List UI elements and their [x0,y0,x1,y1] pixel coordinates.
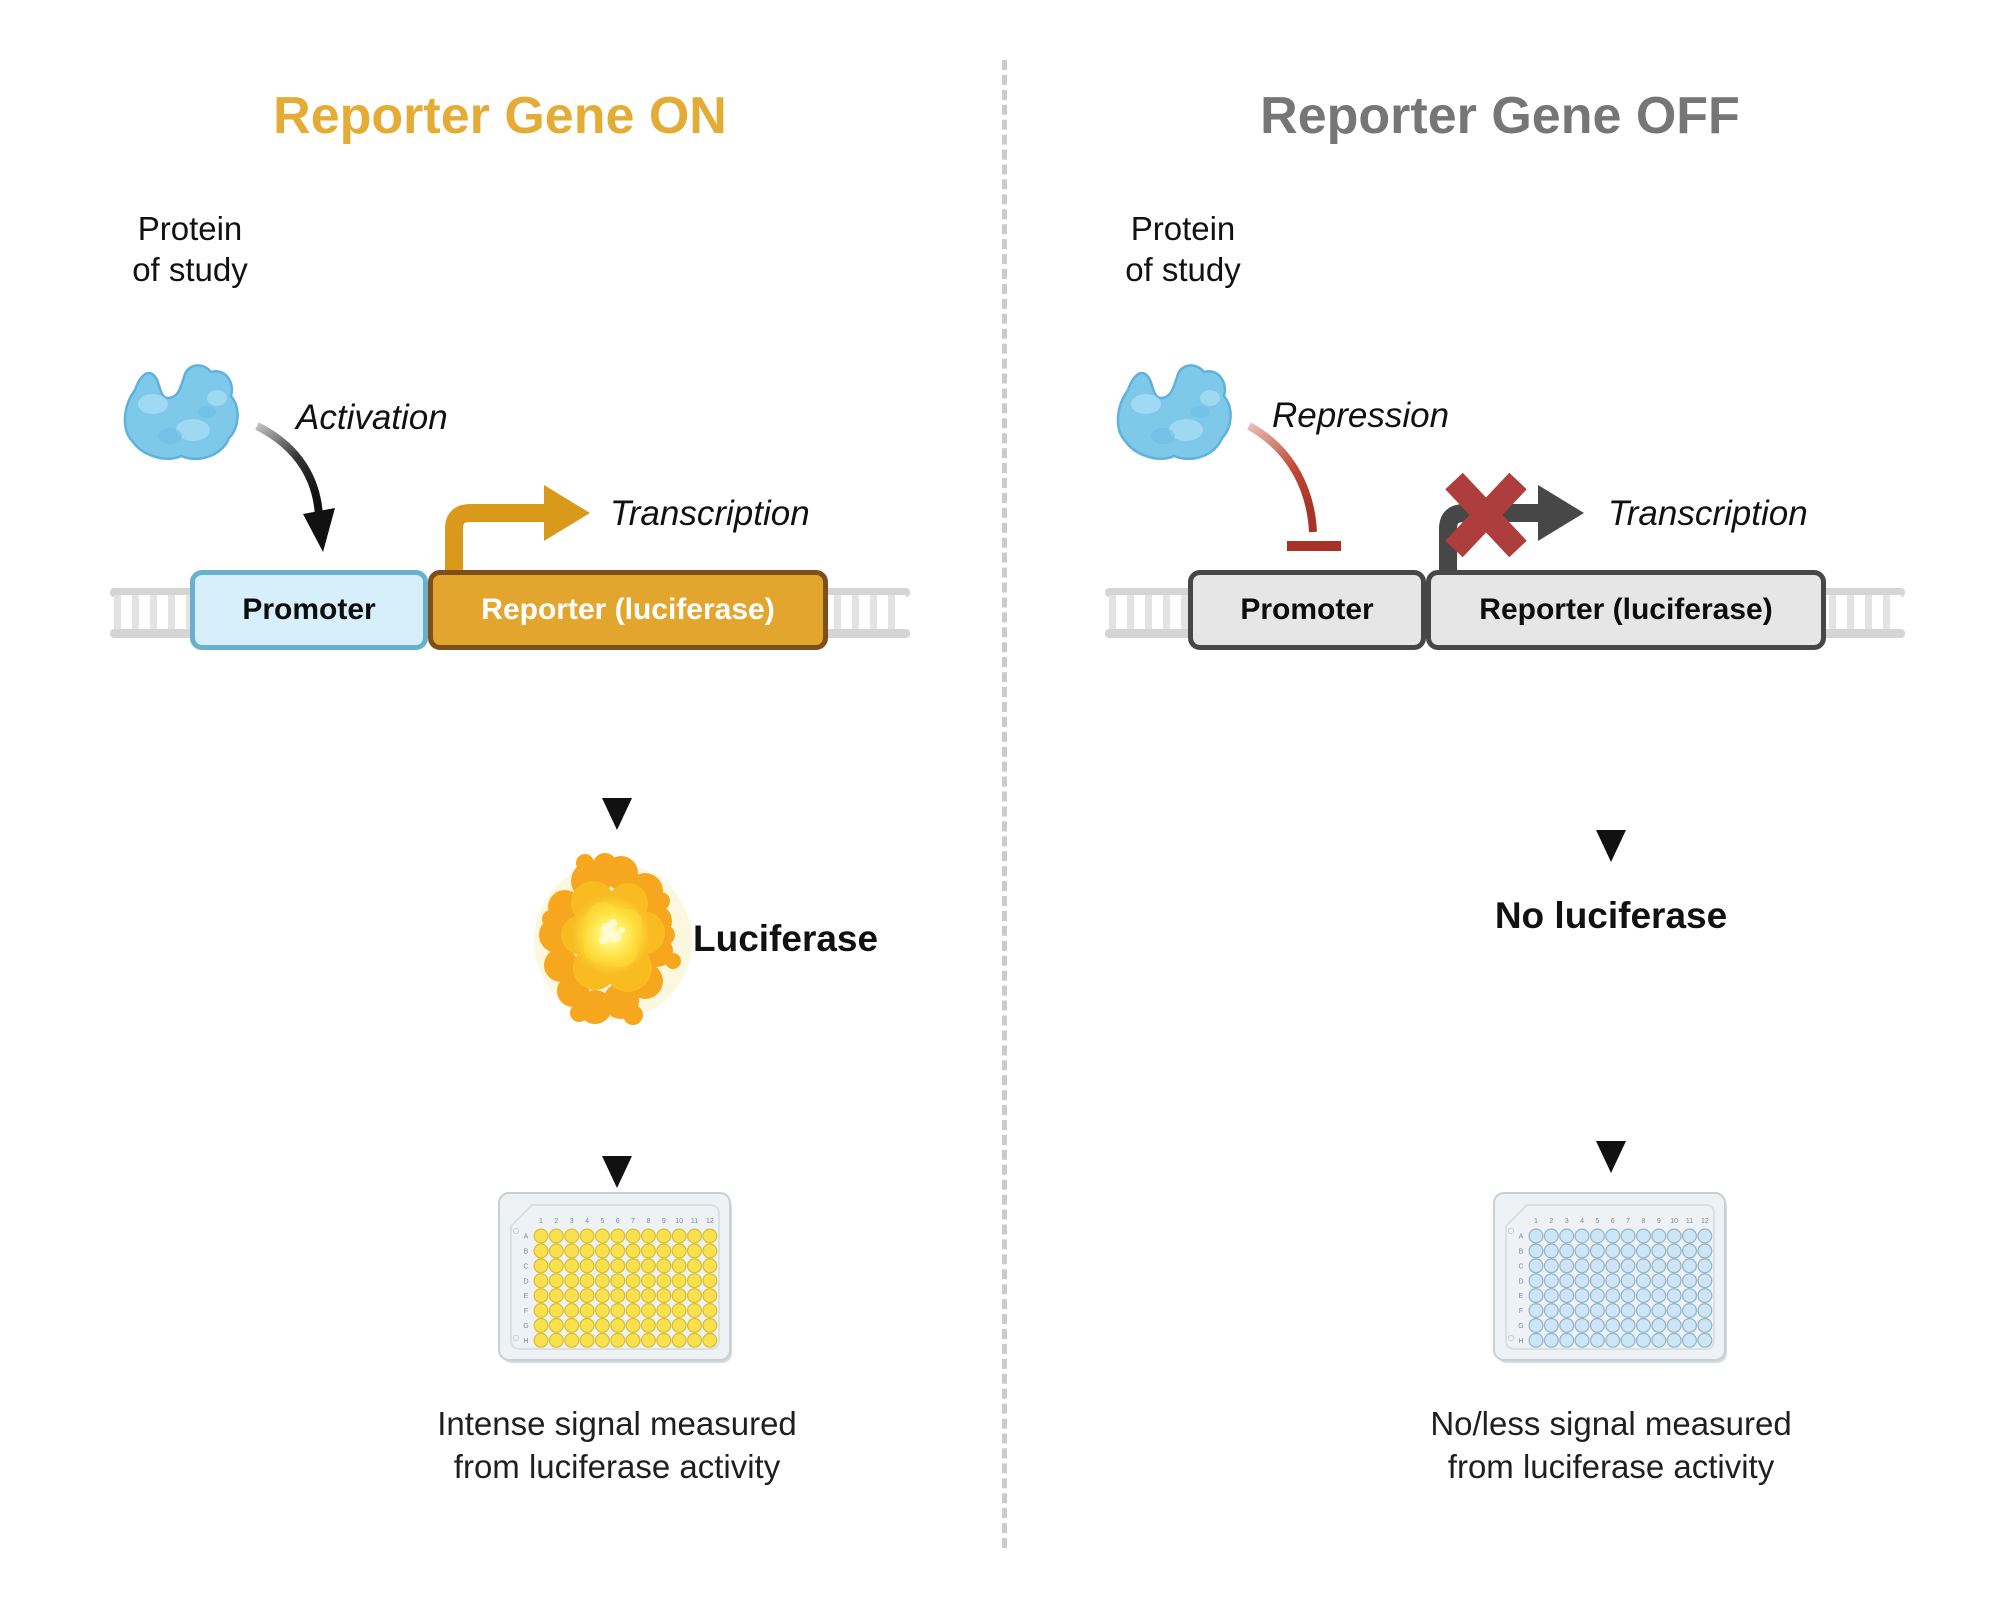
signal-caption: No/less signal measured from luciferase … [1430,1405,1792,1485]
svg-text:12: 12 [1701,1218,1709,1225]
down-arrow-icon [1594,968,1628,1173]
svg-text:8: 8 [646,1218,650,1225]
x-mark-icon [1445,472,1527,558]
svg-text:10: 10 [675,1218,683,1225]
svg-text:A: A [524,1234,529,1241]
signal-caption: Intense signal measured from luciferase … [437,1405,797,1485]
down-arrow-icon [600,1048,634,1188]
svg-text:11: 11 [1686,1218,1693,1225]
svg-text:G: G [1518,1323,1523,1330]
svg-text:C: C [1518,1263,1523,1270]
svg-text:A: A [1519,1234,1524,1241]
svg-text:G: G [523,1323,528,1330]
svg-text:4: 4 [585,1218,589,1225]
svg-text:3: 3 [570,1218,574,1225]
svg-text:5: 5 [1595,1218,1599,1225]
svg-text:11: 11 [691,1218,698,1225]
transcription-arrow-icon [438,455,618,581]
svg-text:7: 7 [631,1218,635,1225]
svg-text:10: 10 [1670,1218,1678,1225]
luciferase-label: Luciferase [693,918,879,959]
svg-text:6: 6 [616,1218,620,1225]
protein-blob-icon [115,356,260,472]
svg-text:B: B [524,1249,529,1256]
svg-text:7: 7 [1626,1218,1630,1225]
svg-text:F: F [1519,1308,1523,1315]
svg-text:F: F [524,1308,528,1315]
promoter-box: Promoter [1188,570,1426,650]
reporter-box: Reporter (luciferase) [428,570,828,650]
panel-title-off: Reporter Gene OFF [1260,87,1740,145]
svg-text:1: 1 [539,1218,543,1225]
svg-text:C: C [523,1263,528,1270]
svg-text:H: H [1518,1338,1523,1345]
down-arrow-icon [600,662,634,830]
svg-text:D: D [523,1278,528,1285]
protein-blob-icon [1108,356,1253,472]
svg-text:E: E [1519,1293,1524,1300]
reporter-box: Reporter (luciferase) [1426,570,1826,650]
svg-text:4: 4 [1580,1218,1584,1225]
panel-divider [1002,60,1007,1548]
svg-text:9: 9 [662,1218,666,1225]
transcription-arrow-blocked-icon [1432,455,1612,581]
svg-text:5: 5 [600,1218,604,1225]
svg-text:B: B [1519,1249,1524,1256]
repression-label: Repression [1272,396,1450,435]
luciferase-glow-icon [533,843,698,1033]
down-arrow-icon [1594,662,1628,862]
svg-text:3: 3 [1565,1218,1569,1225]
svg-text:8: 8 [1641,1218,1645,1225]
svg-text:9: 9 [1657,1218,1661,1225]
svg-text:1: 1 [1534,1218,1538,1225]
svg-text:2: 2 [1549,1218,1553,1225]
svg-text:12: 12 [706,1218,714,1225]
promoter-box: Promoter [190,570,428,650]
svg-text:E: E [524,1293,529,1300]
protein-of-study-label: Protein of study [132,210,248,288]
panel-title-on: Reporter Gene ON [273,87,727,145]
protein-of-study-label: Protein of study [1125,210,1241,288]
svg-text:H: H [523,1338,528,1345]
activation-arrow-icon [243,420,353,560]
repression-arrow-icon [1235,420,1355,565]
svg-text:2: 2 [554,1218,558,1225]
activation-label: Activation [296,398,448,437]
panel-reporter-gene-on: Reporter Gene ON Protein of study Activa… [110,87,910,1485]
no-luciferase-label: No luciferase [1494,895,1728,936]
svg-text:D: D [1518,1278,1523,1285]
panel-reporter-gene-off: Reporter Gene OFF Protein of study Repre… [1000,0,2000,1598]
transcription-label: Transcription [1608,494,1808,533]
transcription-label: Transcription [610,494,810,533]
svg-text:6: 6 [1611,1218,1615,1225]
